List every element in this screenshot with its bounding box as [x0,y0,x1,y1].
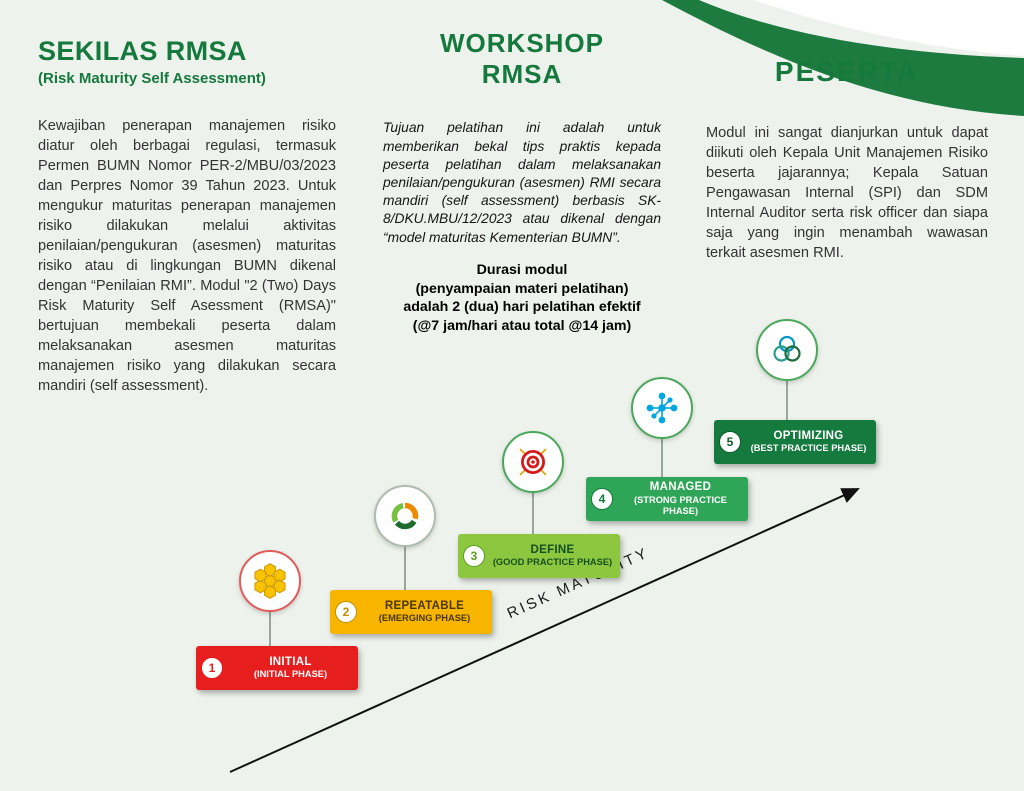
peserta-title: PESERTA [774,56,920,87]
step-name: DEFINE [530,543,575,556]
peserta-body: Modul ini sangat dianjurkan untuk dapat … [706,125,988,261]
connector-line [786,380,788,422]
step-number-badge: 1 [201,657,223,679]
section-peserta: PESERTA Modul ini sangat dianjurkan untu… [706,56,988,264]
step-banner: 4 MANAGED (STRONG PRACTICE PHASE) [586,477,748,521]
workshop-body: Tujuan pelatihan ini adalah untuk member… [383,120,661,245]
connector-line [532,492,534,536]
step-name: OPTIMIZING [773,429,844,442]
cycle-arrows-icon [374,485,436,547]
step-number-badge: 3 [463,545,485,567]
step-name: REPEATABLE [384,599,465,612]
connector-line [661,438,663,479]
workshop-duration: Durasi modul (penyampaian materi pelatih… [403,261,641,334]
sekilas-subtitle: (Risk Maturity Self Assessment) [38,70,266,87]
target-icon [502,431,564,493]
step-number-badge: 5 [719,431,741,453]
step-banner: 1 INITIAL (INITIAL PHASE) [196,646,358,690]
step-phase: (EMERGING PHASE) [378,613,471,624]
step-name: INITIAL [269,655,312,668]
step-phase: (GOOD PRACTICE PHASE) [492,557,613,568]
step-banner: 5 OPTIMIZING (BEST PRACTICE PHASE) [714,420,876,464]
step-banner: 2 REPEATABLE (EMERGING PHASE) [330,590,492,634]
workshop-title: WORKSHOP RMSA [440,28,604,90]
section-workshop: WORKSHOP RMSA Tujuan pelatihan ini adala… [383,28,661,336]
triquetra-icon [756,319,818,381]
step-phase: (STRONG PRACTICE PHASE) [634,494,727,516]
connector-line [404,546,406,592]
step-banner: 3 DEFINE (GOOD PRACTICE PHASE) [458,534,620,578]
honeycomb-icon [239,550,301,612]
sekilas-body: Kewajiban penerapan manajemen risiko dia… [38,118,336,394]
section-sekilas: SEKILAS RMSA (Risk Maturity Self Assessm… [38,36,336,397]
step-name: MANAGED [649,481,712,494]
corner-swoosh-decoration [662,0,1024,116]
step-phase: (BEST PRACTICE PHASE) [750,443,867,454]
network-icon [631,377,693,439]
connector-line [269,611,271,648]
step-number-badge: 4 [591,488,613,510]
step-number-badge: 2 [335,601,357,623]
sekilas-title: SEKILAS RMSA [38,36,247,66]
step-phase: (INITIAL PHASE) [253,669,328,680]
